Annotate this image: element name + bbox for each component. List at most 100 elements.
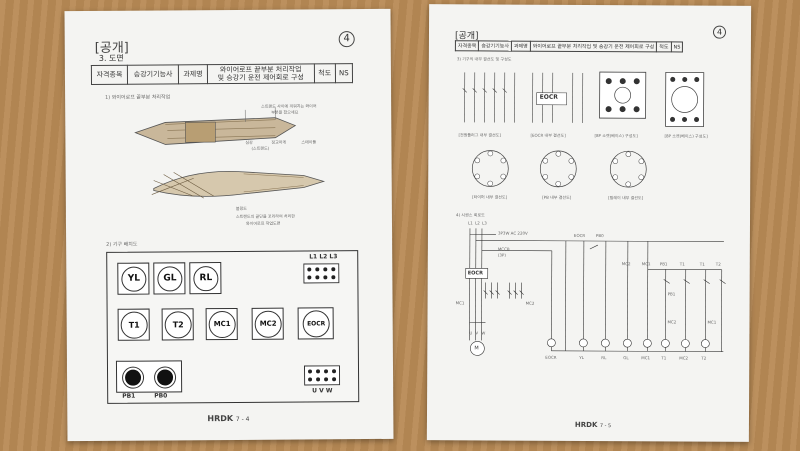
- left-page-number: 4: [338, 31, 355, 48]
- caption-relay: [릴레이 내부 결선도]: [608, 195, 644, 201]
- hdr-col3: 과제명: [178, 64, 208, 84]
- contact-t2: T2: [715, 261, 721, 267]
- lamp-yl: YL: [117, 262, 150, 295]
- contact-mc2: MC2: [621, 261, 631, 267]
- coil-mc2: MC2: [679, 355, 689, 361]
- rhdr-col2: 승강기기능사: [478, 40, 512, 52]
- relay-mc2-label: MC2: [254, 310, 282, 338]
- mccb-label: MCCB: [497, 246, 510, 252]
- left-header-table: 자격종목 승강기기능사 과제명 와이어로프 끝부분 처리작업 및 승강기 운전 …: [91, 63, 353, 85]
- annotation-top-2: 부분을 잡으세요: [271, 109, 299, 115]
- right-footer-brand: HRDK: [574, 420, 598, 430]
- lamp-yl-label: YL: [121, 266, 147, 292]
- mid-pb1: PB1: [667, 291, 676, 297]
- rhdr-col6: NS: [670, 41, 683, 52]
- contact-t1: T1: [679, 261, 685, 267]
- coil-t2: T2: [701, 355, 707, 361]
- left-page: [공개] 4 3. 도면 자격종목 승강기기능사 과제명 와이어로프 끝부분 처…: [64, 8, 394, 442]
- relay-mc1-label: MC1: [208, 310, 236, 339]
- right-page-number: 4: [712, 25, 727, 39]
- eocr-wiring-diagram: [532, 72, 584, 123]
- mccb-sub: (3P): [497, 252, 506, 258]
- annotation-bottom-2: 스트랜드의 끝단을 꼬리하여 처리한: [235, 213, 295, 219]
- relay-mc2: MC2: [251, 307, 284, 340]
- rung-eocr: EOCR: [573, 232, 586, 238]
- caption-timer: [타이머 내부 결선도]: [472, 194, 508, 200]
- relay-eocr-label: EOCR: [302, 310, 330, 338]
- equipment-layout-panel: YL GL RL L1 L2 L3 T1 T2 MC1 MC2: [106, 250, 360, 404]
- caption-pb: [PB 내부 결선도]: [542, 194, 572, 200]
- hdr-col1: 자격종목: [91, 65, 128, 85]
- relay-t2: T2: [161, 308, 194, 341]
- rhdr-col4: 와이어로프 끝부분 처리작업 및 승강기 운전 제어회로 구성: [530, 41, 657, 52]
- caption-eocr: [EOCR 내부 결선도]: [530, 132, 566, 138]
- right-page: [공개] 4 자격종목 승강기기능사 과제명 와이어로프 끝부분 처리작업 및 …: [426, 4, 752, 442]
- caption-socket-1: [8P 소켓(베이스) 구성도]: [594, 133, 638, 139]
- motor-terminal-v: V: [475, 330, 479, 336]
- rhdr-col5: 척도: [656, 41, 672, 52]
- lamp-rl: RL: [189, 262, 222, 295]
- wire-rope-drawing-2: [151, 170, 326, 199]
- terminal-bottom-label: U V W: [312, 387, 333, 395]
- pb0-label: PB0: [154, 392, 168, 400]
- caption-socket-2: [8P 소켓(베이스) 구성도]: [664, 133, 708, 139]
- left-subsection-2: 2) 기구 배치도: [106, 241, 138, 248]
- coil-gl: GL: [623, 355, 629, 361]
- contact-t1b: T1: [699, 261, 705, 267]
- wire-rope-drawing-1: [134, 107, 297, 145]
- rung-pb0: PB0: [595, 233, 604, 239]
- motor-terminal-w: W: [481, 330, 486, 336]
- left-footer-brand: HRDK: [207, 413, 234, 424]
- right-footer: HRDK 7 - 5: [575, 421, 611, 429]
- annotation-bottom-3: 와이어로프 작업도면: [245, 220, 281, 226]
- hdr-col4-line2: 및 승강기 운전 제어회로 구성: [217, 73, 304, 83]
- annotation-bottom-1: 블랑드: [235, 205, 247, 211]
- contact-pb1: PB1: [659, 261, 668, 267]
- contact-mc1: MC1: [641, 261, 651, 267]
- mid-mc2: MC2: [667, 319, 677, 325]
- rhdr-col1: 자격종목: [455, 40, 479, 51]
- annotation-mid-4: 스테이플: [301, 139, 317, 145]
- coil-rl: RL: [601, 355, 607, 361]
- pb-wiring-diagram: [539, 150, 577, 188]
- right-footer-page: 7 - 5: [599, 423, 612, 430]
- hdr-col5: 척도: [314, 63, 336, 83]
- circuit-mc1: MC1: [455, 300, 465, 306]
- rhdr-col3: 과제명: [511, 41, 531, 52]
- circuit-wires: [465, 228, 726, 356]
- phase-l3: L3: [481, 220, 487, 226]
- sequence-circuit: L1 L2 L3 3P3W AC 220V MCCB (3P) EOCR MC1…: [455, 220, 726, 371]
- right-subsection-4: 4) 시퀀스 회로도: [456, 212, 485, 218]
- terminal-top-label: L1 L2 L3: [309, 253, 338, 261]
- pb1-button: [122, 367, 144, 388]
- relay-mc1: MC1: [205, 307, 238, 341]
- socket-8p-diagram-1: [599, 71, 647, 119]
- terminal-block-bottom: [303, 365, 341, 386]
- hdr-col4: 와이어로프 끝부분 처리작업 및 승강기 운전 제어회로 구성: [207, 63, 315, 84]
- motor-terminal-u: U: [469, 330, 473, 336]
- coil-yl: YL: [579, 354, 584, 360]
- left-footer-page: 7 - 4: [235, 415, 250, 423]
- lamp-gl: GL: [153, 262, 186, 295]
- supply-label: 3P3W AC 220V: [497, 230, 528, 236]
- right-header-table: 자격종목 승강기기능사 과제명 와이어로프 끝부분 처리작업 및 승강기 운전 …: [455, 40, 684, 52]
- coil-t1: T1: [661, 355, 667, 361]
- annotation-mid-3: 정교하게: [271, 139, 287, 145]
- relay-t1: T1: [117, 308, 150, 341]
- socket-8p-diagram-2: [665, 71, 705, 128]
- relay-eocr: EOCR: [297, 307, 334, 340]
- eocr-wiring-label: EOCR: [539, 93, 558, 101]
- circuit-mc2: MC2: [525, 300, 535, 306]
- mid-mc1: MC1: [707, 319, 717, 325]
- relay-wiring-diagram: [609, 150, 647, 188]
- pb1-label: PB1: [122, 392, 136, 400]
- pushbutton-box: [115, 360, 183, 393]
- hdr-col6: NS: [335, 63, 353, 83]
- left-footer: HRDK 7 - 4: [207, 414, 249, 423]
- caption-plug: [전원플러그 내부 결선도]: [458, 132, 501, 138]
- right-subsection-3: 3) 기구의 내부 결선도 및 구성도: [456, 56, 512, 62]
- coil-eocr: EOCR: [545, 354, 557, 360]
- lamp-rl-label: RL: [193, 266, 219, 292]
- hdr-col2: 승강기기능사: [127, 64, 179, 85]
- coil-mc1: MC1: [641, 355, 651, 361]
